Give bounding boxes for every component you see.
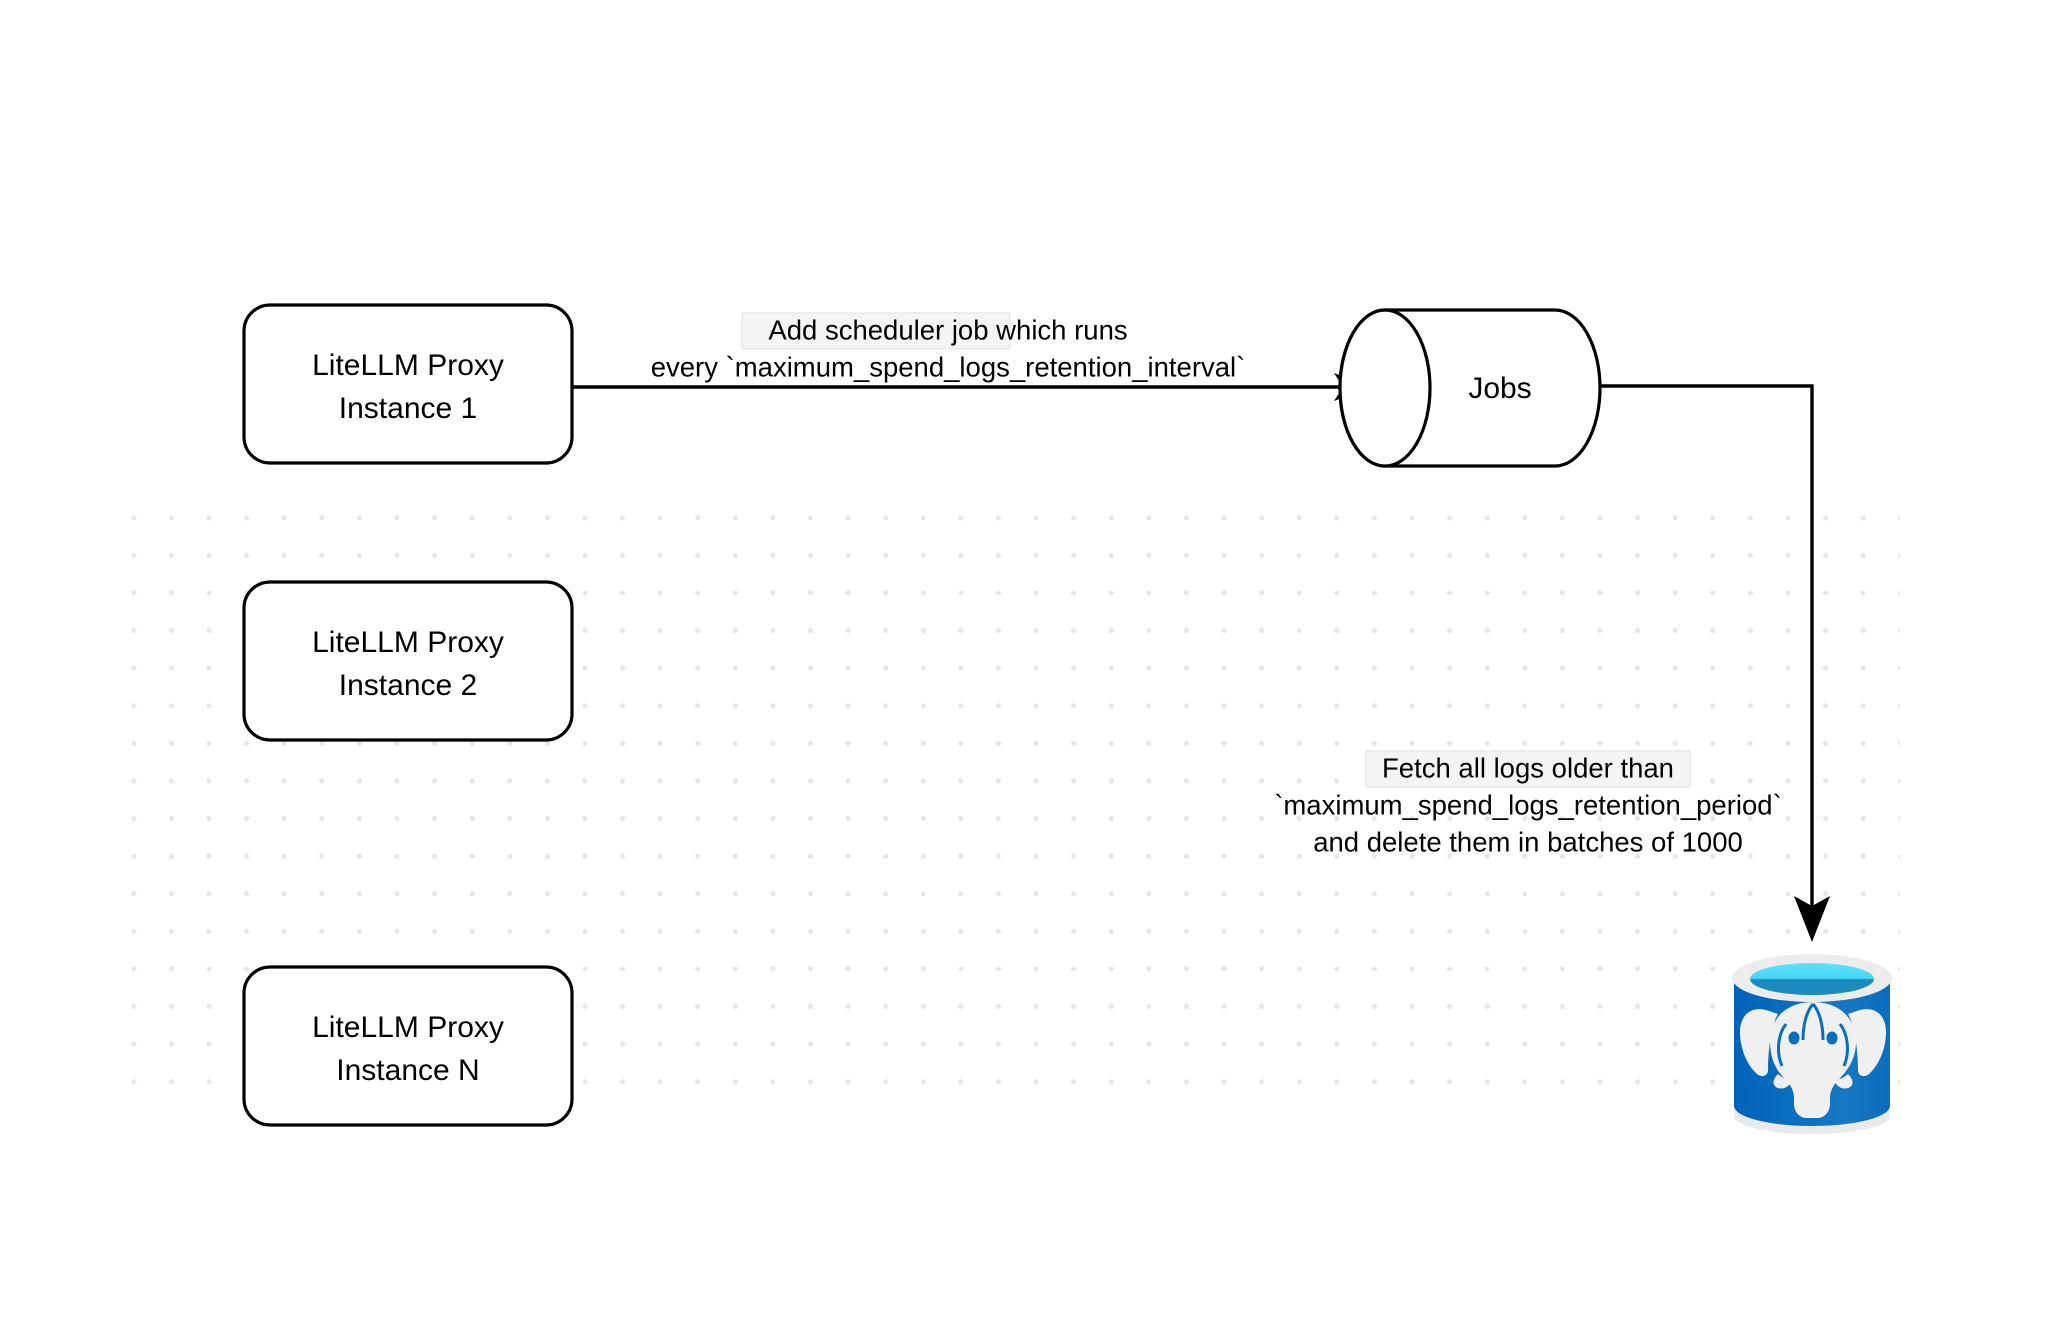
edge-scheduler-label-line2: every `maximum_spend_logs_retention_inte… [651,351,1246,382]
proxy-2-label-line2: Instance 2 [339,669,477,702]
node-proxy-instance-n[interactable]: LiteLLM Proxy Instance N [242,965,574,1127]
postgresql-elephant-contours [1777,1003,1849,1067]
edge-scheduler-label-highlight [741,312,1011,350]
proxy-1-box[interactable] [242,303,574,465]
node-postgres-database[interactable] [1732,954,1892,1134]
edge-delete-logs-line [1600,384,1814,906]
proxy-2-box[interactable] [242,580,574,742]
postgres-top-opening [1750,963,1874,995]
proxy-n-box[interactable] [242,965,574,1127]
proxy-n-label-line1: LiteLLM Proxy [312,1011,504,1044]
jobs-cylinder-left-face [1338,308,1432,468]
edge-delete-logs-label-line2: `maximum_spend_logs_retention_period` [1274,789,1782,820]
edge-delete-logs-arrowhead [1794,896,1830,942]
edge-add-scheduler-job: Add scheduler job which runs every `maxi… [572,312,1370,401]
postgresql-elephant-eyes [1788,1031,1838,1045]
jobs-label: Jobs [1468,372,1531,405]
proxy-1-label-line2: Instance 1 [339,392,477,425]
node-proxy-instance-2[interactable]: LiteLLM Proxy Instance 2 [242,580,574,742]
edge-scheduler-label-line1: Add scheduler job which runs [768,314,1127,345]
node-proxy-instance-1[interactable]: LiteLLM Proxy Instance 1 [242,303,574,465]
edge-delete-logs-label-line1: Fetch all logs older than [1382,752,1674,783]
proxy-2-label-line1: LiteLLM Proxy [312,626,504,659]
postgresql-elephant-icon [1740,1002,1886,1118]
node-jobs-cylinder[interactable]: Jobs [1338,308,1602,468]
proxy-1-label-line1: LiteLLM Proxy [312,349,504,382]
edge-fetch-delete-logs: Fetch all logs older than `maximum_spend… [1274,384,1830,942]
edge-delete-logs-label-highlight [1365,750,1691,788]
proxy-n-label-line2: Instance N [336,1054,479,1087]
edge-delete-logs-label-line3: and delete them in batches of 1000 [1313,826,1743,857]
